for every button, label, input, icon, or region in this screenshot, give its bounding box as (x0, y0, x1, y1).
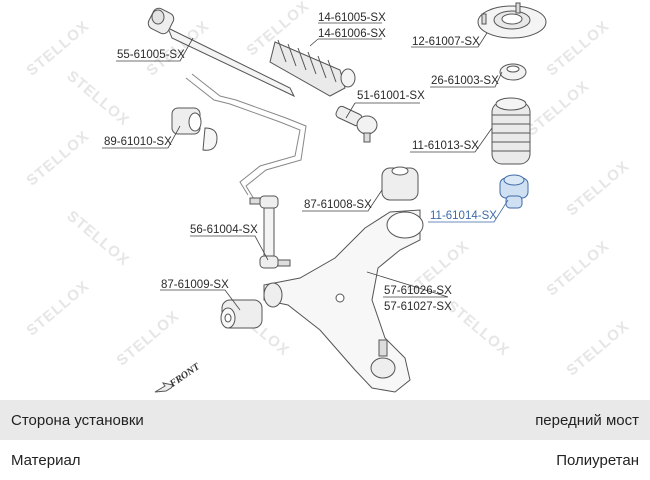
parts-drawing (102, 2, 547, 393)
part-label[interactable]: 26-61003-SX (431, 75, 499, 87)
tie-rod-end-drawing (335, 105, 378, 143)
part-label[interactable]: 57-61027-SX (384, 301, 452, 313)
property-label: Материал (11, 451, 81, 469)
property-label: Сторона установки (11, 411, 144, 429)
shock-boot-drawing (491, 97, 531, 165)
part-label[interactable]: 14-61006-SX (318, 28, 386, 40)
leader-lines (102, 22, 503, 311)
part-label[interactable]: 11-61013-SX (412, 140, 479, 152)
property-value: передний мост (535, 411, 639, 429)
stabilizer-bar-drawing (185, 73, 307, 200)
part-label[interactable]: 56-61004-SX (190, 224, 258, 236)
part-label-highlighted[interactable]: 11-61014-SX (430, 210, 497, 222)
property-value: Полиуретан (556, 451, 639, 469)
part-label[interactable]: 14-61005-SX (318, 12, 386, 24)
part-label[interactable]: 12-61007-SX (412, 36, 480, 48)
properties-table: Сторона установки передний мост Материал… (0, 400, 650, 480)
property-row: Материал Полиуретан (0, 440, 650, 480)
part-label[interactable]: 87-61008-SX (304, 199, 372, 211)
leader-line-highlight (428, 199, 509, 223)
bump-stop-drawing (499, 174, 529, 209)
part-label[interactable]: 51-61001-SX (357, 90, 425, 102)
control-arm-drawing (263, 209, 424, 393)
control-arm-bushing-rear-drawing (381, 166, 419, 201)
front-arrow-icon (154, 382, 174, 393)
parts-diagram: STELLOX STELLOX STELLOX STELLOX STELLOX … (23, 0, 633, 393)
property-row: Сторона установки передний мост (0, 400, 650, 440)
strut-mount-drawing (477, 2, 547, 39)
part-label[interactable]: 87-61009-SX (161, 279, 229, 291)
steering-boot-drawing (269, 39, 356, 97)
stabilizer-link-drawing (249, 195, 291, 269)
control-arm-bushing-front-drawing (220, 299, 263, 329)
tie-rod-drawing (147, 7, 296, 98)
strut-bearing-drawing (499, 63, 527, 81)
part-label[interactable]: 57-61026-SX (384, 285, 452, 297)
part-label[interactable]: 55-61005-SX (117, 49, 185, 61)
part-label[interactable]: 89-61010-SX (104, 136, 172, 148)
